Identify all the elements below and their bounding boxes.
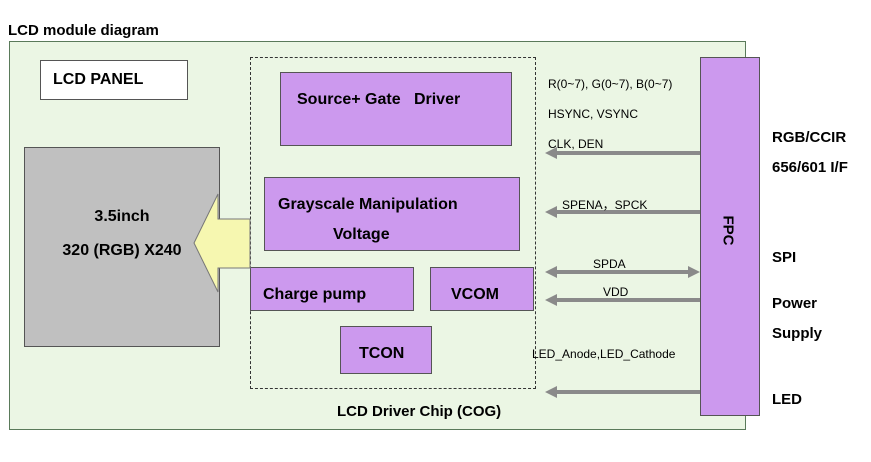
source-gate-driver-label: Source+ Gate Driver <box>297 91 461 108</box>
signal-rgb: R(0~7), G(0~7), B(0~7) <box>548 77 673 91</box>
driver-chip-label: LCD Driver Chip (COG) <box>337 403 502 420</box>
arrow-head-clk <box>545 147 557 159</box>
signal-sync: HSYNC, VSYNC <box>548 107 639 121</box>
vcom-block: VCOM <box>430 267 534 311</box>
interface-power-line1: Power <box>772 295 818 312</box>
vcom-label: VCOM <box>451 286 499 303</box>
arrow-head-spda-right <box>688 266 700 278</box>
signal-spda: SPDA <box>593 257 626 271</box>
diagram-title: LCD module diagram <box>8 22 159 39</box>
charge-pump-block: Charge pump <box>250 267 414 311</box>
interface-led: LED <box>772 391 802 408</box>
grayscale-label-line2: Voltage <box>333 226 390 243</box>
arrow-head-led <box>545 386 557 398</box>
chip-to-panel-arrow <box>193 193 251 293</box>
grayscale-label-line1: Grayscale Manipulation <box>278 196 458 213</box>
interface-power-line2: Supply <box>772 325 823 342</box>
lcd-panel: 3.5inch 320 (RGB) X240 <box>24 147 220 347</box>
arrow-head-spi <box>545 206 557 218</box>
grayscale-voltage-block: Grayscale Manipulation Voltage <box>264 177 520 251</box>
source-gate-driver-block: Source+ Gate Driver <box>280 72 512 146</box>
arrow-head-vdd <box>545 294 557 306</box>
charge-pump-label: Charge pump <box>263 286 367 303</box>
tcon-block: TCON <box>340 326 432 374</box>
interface-spi: SPI <box>772 249 797 266</box>
interface-rgb-line1: RGB/CCIR <box>772 129 847 146</box>
signal-clk: CLK, DEN <box>548 137 604 151</box>
arrow-head-spda-left <box>545 266 557 278</box>
tcon-label: TCON <box>359 345 405 362</box>
signal-vdd: VDD <box>603 285 629 299</box>
lcd-resolution: 320 (RGB) X240 <box>62 242 182 259</box>
lcd-size: 3.5inch <box>94 208 150 225</box>
signal-led: LED_Anode,LED_Cathode <box>532 347 676 361</box>
fpc-connector <box>700 57 760 416</box>
signal-spi-ctrl: SPENA，SPCK <box>562 198 648 212</box>
lcd-panel-label: LCD PANEL <box>40 60 188 100</box>
interface-rgb-line2: 656/601 I/F <box>772 159 848 176</box>
